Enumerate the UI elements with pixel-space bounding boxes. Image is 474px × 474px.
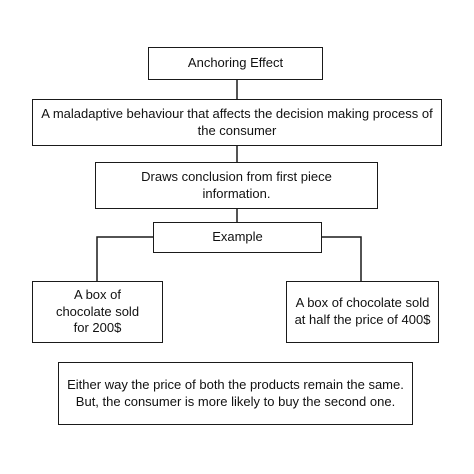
left-example-text: A box of chocolate sold for 200$ [55, 286, 140, 336]
title-text: Anchoring Effect [187, 55, 284, 71]
definition-box: A maladaptive behaviour that affects the… [32, 99, 442, 146]
left-example-box: A box of chocolate sold for 200$ [32, 281, 163, 343]
conclusion-box: Draws conclusion from first piece inform… [95, 162, 378, 209]
title-box: Anchoring Effect [148, 47, 323, 80]
right-example-text: A box of chocolate sold at half the pric… [294, 295, 431, 327]
conclusion-text: Draws conclusion from first piece inform… [141, 168, 332, 201]
summary-box: Either way the price of both the product… [58, 362, 413, 425]
definition-text: A maladaptive behaviour that affects the… [41, 105, 433, 138]
example-box: Example [153, 222, 322, 253]
right-example-box: A box of chocolate sold at half the pric… [286, 281, 439, 343]
example-label: Example [212, 229, 263, 245]
summary-text: Either way the price of both the product… [67, 376, 404, 409]
